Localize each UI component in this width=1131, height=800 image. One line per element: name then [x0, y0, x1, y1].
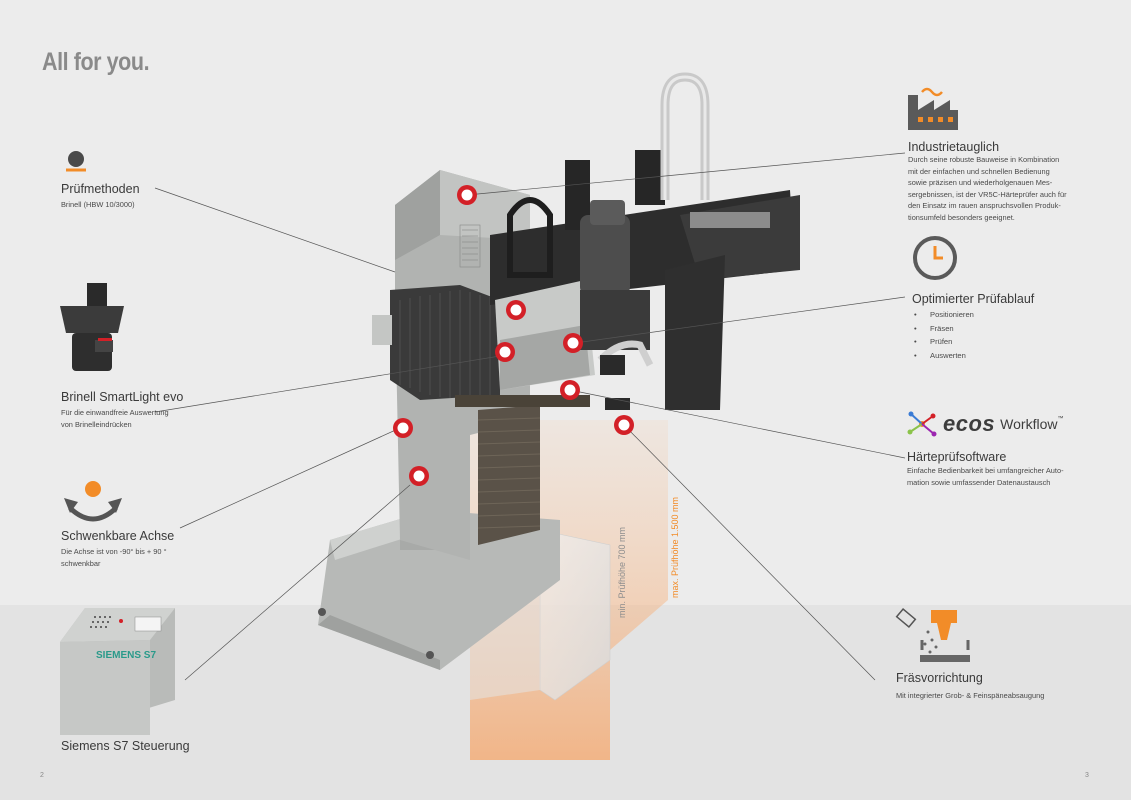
feature-title-software: Härteprüfsoftware: [907, 450, 1007, 464]
swivel-axis-icon: [64, 481, 122, 522]
ecos-wordmark: ecos: [943, 411, 996, 436]
feature-title-smartlight: Brinell SmartLight evo: [61, 390, 184, 404]
ecos-workflow-logo: ecos Workflow™: [907, 410, 1063, 438]
page-headline: All for you.: [42, 48, 150, 76]
feature-text-line: Die Achse ist von -90° bis + 90 °: [61, 547, 167, 556]
list-item: Positionieren: [914, 308, 974, 322]
feature-text-pruefmethoden: Brinell (HBW 10/3000): [61, 199, 135, 211]
hotspot-markers: [393, 185, 634, 486]
feature-title-siemens-s7: Siemens S7 Steuerung: [61, 739, 190, 753]
hotspot-marker[interactable]: [506, 300, 526, 320]
machine-gantry: [490, 150, 800, 410]
feature-text-milling: Mit integrierter Grob- & Feinspäneabsaug…: [896, 690, 1081, 702]
hotspot-marker[interactable]: [563, 333, 583, 353]
feature-text-line: schwenkbar: [61, 558, 101, 568]
factory-icon: [908, 87, 958, 130]
machine-bellows: [372, 285, 590, 545]
feature-text-line: sowie präzisen und wiederholgenauen Mes-: [908, 178, 1053, 187]
smartlight-camera-icon: [60, 283, 124, 371]
feature-text-line: sergebnissen, ist der VR5C-Härteprüfer a…: [908, 189, 1067, 199]
feature-text-swivel-axis: Die Achse ist von -90° bis + 90 ° schwen…: [61, 546, 167, 569]
feature-text-line: Mit integrierter Grob- & Feinspäneabsaug…: [896, 691, 1045, 700]
feature-text-line: tionsumfeld besonders geeignet.: [908, 212, 1015, 222]
max-height-label: max. Prüfhöhe 1.500 mm: [670, 497, 680, 598]
ecos-trademark: ™: [1057, 416, 1064, 422]
list-item: Auswerten: [914, 349, 974, 363]
hotspot-marker[interactable]: [457, 185, 477, 205]
siemens-label: SIEMENS S7: [96, 650, 156, 661]
feature-text-line: Für die einwandfreie Auswertung: [61, 408, 169, 417]
page-number-right: 3: [1085, 772, 1089, 779]
page-number-left: 2: [40, 772, 44, 779]
feature-text-line: den Einsatz im rauen anspruchsvollen Pro…: [908, 201, 1061, 210]
feature-title-industrial: Industrietauglich: [908, 140, 1000, 154]
feature-text-line: Brinell (HBW 10/3000): [61, 200, 135, 209]
feature-text-line: mation sowie umfassender Datenaustausch: [907, 477, 1051, 487]
feature-text-industrial: Durch seine robuste Bauweise in Kombinat…: [908, 154, 1093, 223]
ecos-sub-text: Workflow: [1000, 416, 1058, 432]
list-item: Fräsen: [914, 322, 974, 336]
feature-text-software: Einfache Bedienbarkeit bei umfangreicher…: [907, 465, 1092, 488]
testing-method-icon: [66, 151, 86, 172]
leader-lines: [154, 152, 906, 681]
feature-text-line: mit der einfachen und schnellen Bedienun…: [908, 166, 1050, 176]
feature-text-line: Durch seine robuste Bauweise in Kombinat…: [908, 155, 1060, 164]
ecos-star-icon: [907, 411, 937, 437]
feature-title-milling: Fräsvorrichtung: [896, 671, 983, 685]
feature-text-line: von Brinelleindrücken: [61, 419, 132, 429]
milling-icon: [895, 607, 970, 662]
hotspot-marker[interactable]: [495, 342, 515, 362]
hotspot-marker[interactable]: [393, 418, 413, 438]
ecos-workflow-label: Workflow™: [1000, 416, 1063, 432]
hotspot-marker[interactable]: [560, 380, 580, 400]
workflow-steps-list: Positionieren Fräsen Prüfen Auswerten: [914, 308, 974, 362]
siemens-controller-icon: SIEMENS S7: [60, 608, 175, 735]
hotspot-marker[interactable]: [409, 466, 429, 486]
clock-icon: [913, 236, 957, 280]
feature-title-pruefmethoden: Prüfmethoden: [61, 182, 140, 196]
min-height-label: min. Prüfhöhe 700 mm: [617, 527, 627, 618]
feature-text-smartlight: Für die einwandfreie Auswertung von Brin…: [61, 407, 169, 430]
feature-title-workflow: Optimierter Prüfablauf: [912, 292, 1035, 306]
hotspot-marker[interactable]: [614, 415, 634, 435]
list-item: Prüfen: [914, 335, 974, 349]
feature-title-swivel-axis: Schwenkbare Achse: [61, 529, 175, 543]
feature-text-line: Einfache Bedienbarkeit bei umfangreicher…: [907, 466, 1064, 475]
